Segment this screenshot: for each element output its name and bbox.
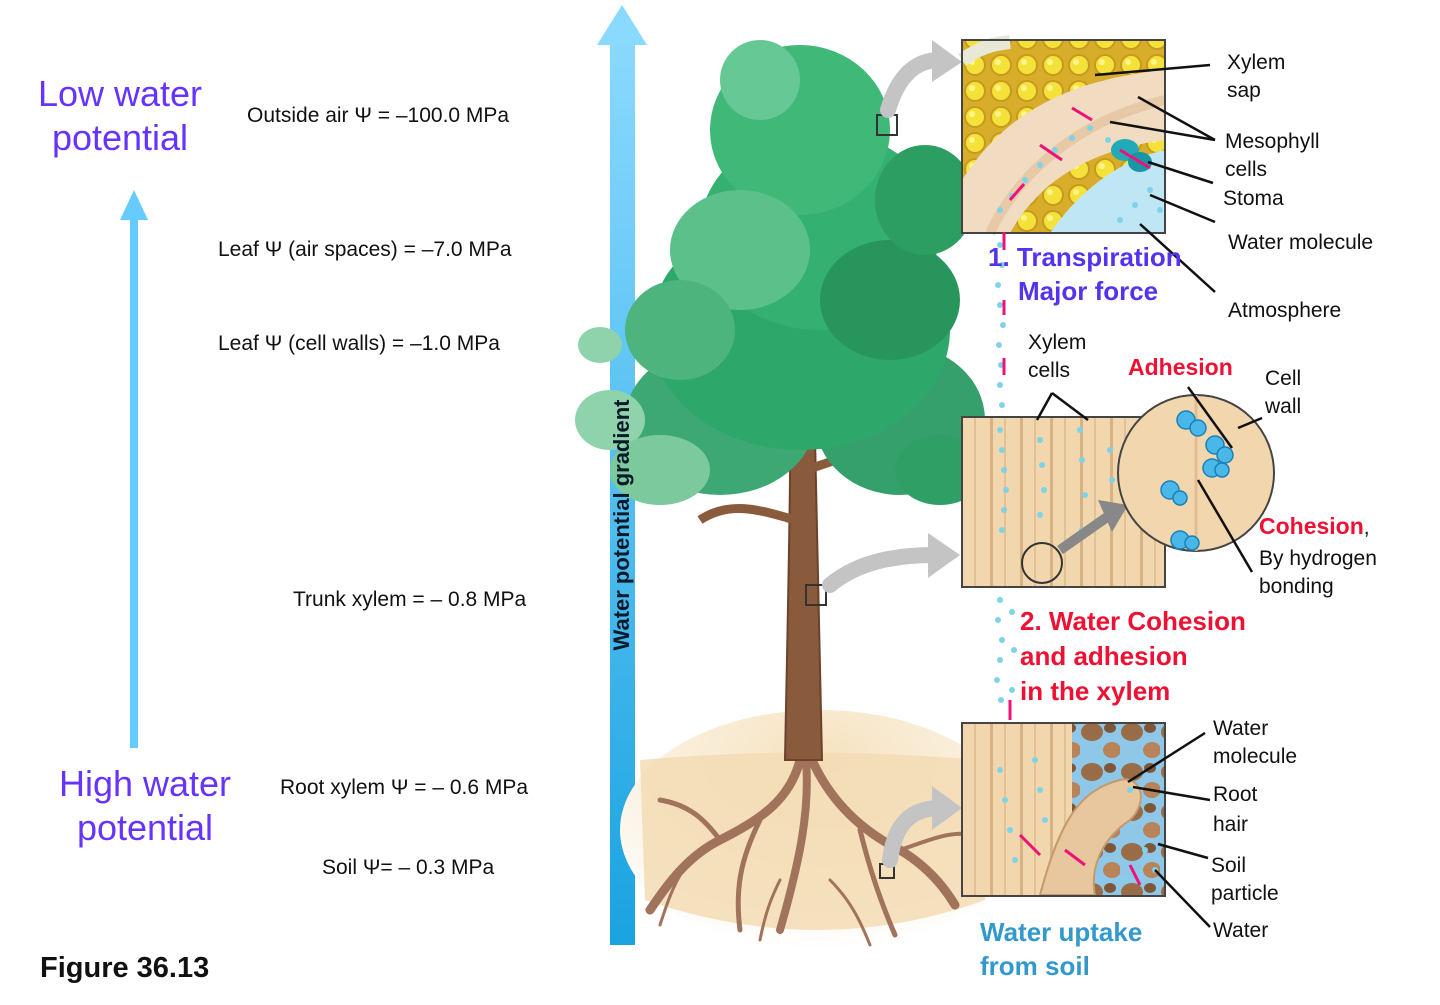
root-water-molecule-line2: molecule — [1213, 745, 1298, 768]
tree-foliage — [575, 40, 985, 505]
trunk-xylem-potential: Trunk xylem = – 0.8 MPa — [293, 588, 527, 611]
root-xylem-potential: Root xylem Ψ = – 0.6 MPa — [280, 776, 529, 799]
water-potential-gradient-label: Water potential gradient — [609, 399, 634, 651]
transpiration-line1: 1. Transpiration — [988, 242, 1182, 272]
cohesion-heading-line1: 2. Water Cohesion — [1020, 606, 1246, 636]
root-hair-line1: Root — [1213, 783, 1258, 806]
trunk-sample-square — [805, 584, 827, 606]
high-potential-line1: High water — [58, 763, 232, 804]
leaf-inset — [958, 35, 1167, 236]
cohesion-heading: 2. Water Cohesion and adhesion in the xy… — [1020, 604, 1246, 709]
mesophyll-cells-label: Mesophyll cells — [1225, 128, 1320, 184]
cell-wall-line2: wall — [1265, 395, 1302, 418]
xylem-cells-line2: cells — [1028, 359, 1071, 382]
cohesion-heading-line2: and adhesion — [1020, 641, 1188, 671]
hbond-line1: By hydrogen — [1259, 547, 1377, 570]
xylem-cells-line1: Xylem — [1028, 331, 1087, 354]
water-uptake-line1: Water uptake — [980, 917, 1143, 947]
transpiration-heading: 1. Transpiration Major force — [988, 240, 1182, 308]
cohesion-label: Cohesion, — [1259, 513, 1370, 542]
cohesion-comma: , — [1363, 516, 1370, 539]
soil-particle-line1: Soil — [1211, 854, 1247, 877]
soil-particle-line2: particle — [1211, 882, 1279, 905]
xylem-sap-line1: Xylem — [1227, 51, 1286, 74]
cohesion-word: Cohesion — [1259, 513, 1364, 539]
water-molecule-root-label: Water molecule — [1213, 715, 1297, 771]
left-up-arrow — [120, 190, 148, 748]
water-molecule-leaf-label: Water molecule — [1228, 231, 1374, 254]
outside-air-potential: Outside air Ψ = –100.0 MPa — [247, 104, 510, 127]
leader-lines — [1035, 63, 1263, 928]
leaf-cell-walls-potential: Leaf Ψ (cell walls) = –1.0 MPa — [218, 332, 500, 355]
hydrogen-bonding-label: By hydrogen bonding — [1259, 545, 1377, 601]
soil-potential: Soil Ψ= – 0.3 MPa — [322, 856, 495, 879]
adhesion-label: Adhesion — [1128, 354, 1233, 380]
water-column — [994, 242, 1017, 703]
low-potential-line1: Low water — [37, 73, 203, 114]
high-potential-label: High water potential — [40, 762, 250, 850]
root-hair-label: Root hair — [1213, 780, 1257, 840]
low-potential-line2: potential — [51, 117, 189, 158]
atmosphere-label: Atmosphere — [1228, 299, 1342, 322]
water-root-label: Water — [1213, 919, 1269, 942]
root-inset — [961, 722, 1166, 897]
xylem-cells-label: Xylem cells — [1028, 329, 1086, 385]
mesophyll-line1: Mesophyll — [1225, 130, 1320, 153]
hbond-line2: bonding — [1259, 575, 1334, 598]
cell-wall-label: Cell wall — [1265, 365, 1301, 421]
low-potential-label: Low water potential — [20, 72, 220, 160]
xylem-sap-label: Xylem sap — [1227, 49, 1285, 105]
cohesion-heading-line3: in the xylem — [1020, 676, 1171, 706]
xylem-sap-line2: sap — [1227, 79, 1261, 102]
high-potential-line2: potential — [76, 807, 214, 848]
cell-wall-line1: Cell — [1265, 367, 1302, 390]
water-uptake-line2: from soil — [980, 951, 1090, 981]
leaf-air-spaces-potential: Leaf Ψ (air spaces) = –7.0 MPa — [218, 238, 512, 261]
water-uptake-heading: Water uptake from soil — [980, 915, 1142, 983]
transpiration-line2: Major force — [1018, 276, 1159, 306]
mesophyll-line2: cells — [1225, 158, 1268, 181]
root-water-molecule-line1: Water — [1213, 717, 1269, 740]
magnified-water-circle — [1117, 394, 1275, 552]
stoma-label: Stoma — [1223, 187, 1284, 210]
water-flow-arrows — [1002, 232, 1012, 720]
root-hair-line2: hair — [1213, 813, 1249, 836]
figure-caption: Figure 36.13 — [40, 952, 210, 984]
soil-particle-label: Soil particle — [1211, 852, 1279, 908]
